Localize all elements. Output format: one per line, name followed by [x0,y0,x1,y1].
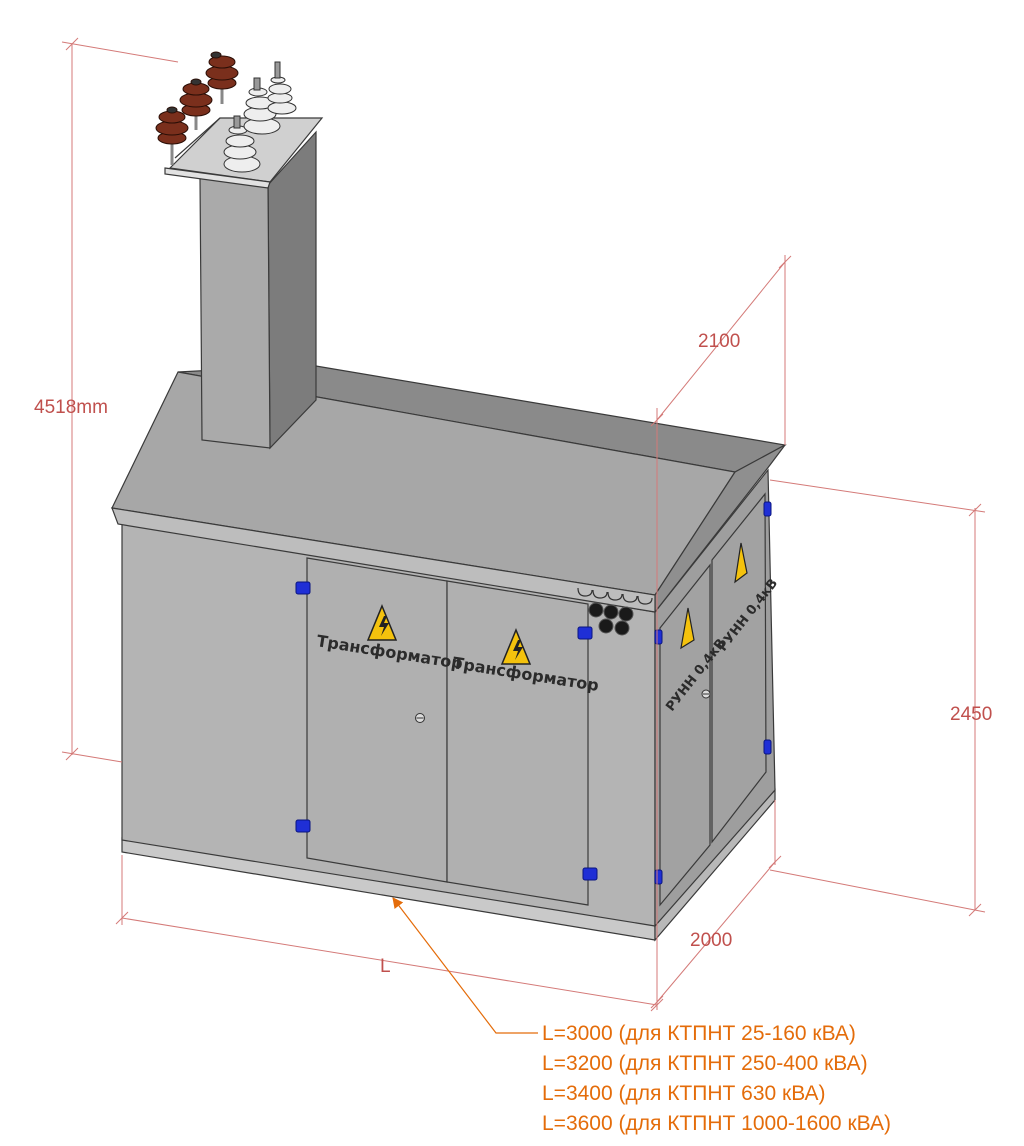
tower-front [199,177,271,449]
runn-door-left[interactable] [659,563,711,907]
lock-icon [415,689,711,723]
runn-door-right[interactable] [711,492,767,844]
length-notes: L=3000 (для КТПНТ 25-160 кВА) L=3200 (дл… [542,1022,891,1135]
roof-fascia [111,507,656,613]
length-note-2: L=3200 (для КТПНТ 250-400 кВА) [542,1052,868,1075]
roof-hip [654,444,786,614]
dim-length: L [380,956,391,977]
length-note-4: L=3600 (для КТПНТ 1000-1600 кВА) [542,1112,891,1135]
tower-side [267,130,317,450]
high-voltage-warning-icon [366,542,748,665]
dim-body-height: 2450 [950,704,992,725]
vent-slots [577,587,653,605]
dim-depth-top: 2100 [698,331,740,352]
tower-cap-lip [164,167,271,189]
bushing-tower [164,117,324,450]
dim-total-height: 4518mm [34,397,108,418]
transformer-door-left[interactable] [306,557,448,883]
length-note-1: L=3000 (для КТПНТ 25-160 кВА) [542,1022,856,1045]
transformer-door-right[interactable] [446,580,589,906]
substation-housing: Трансформатор Трансформатор РУНН 0,4кВ Р… [111,364,787,942]
dimension-lines [61,37,986,1012]
insulator-icon [155,51,297,173]
cable-gland-icon [588,602,634,636]
length-note-leader [392,897,538,1034]
dim-width: 2000 [690,930,732,951]
hinge-icon [295,501,772,885]
length-note-3: L=3400 (для КТПНТ 630 кВА) [542,1082,826,1105]
